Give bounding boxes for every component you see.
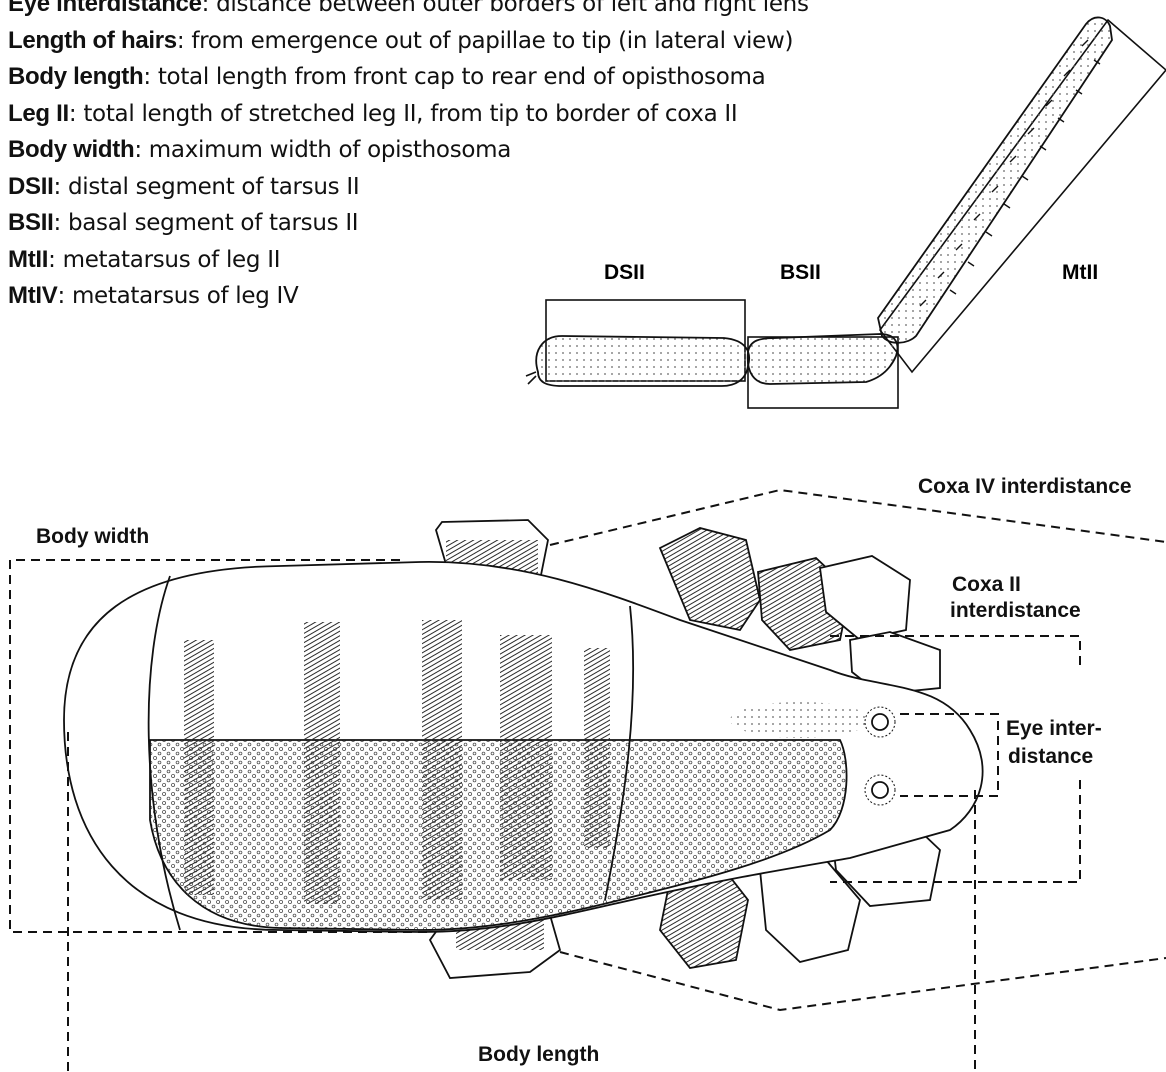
coxa-iv-interdistance-label: Coxa IV interdistance: [918, 474, 1132, 500]
coxa-ii-label-line1: Coxa II: [952, 572, 1021, 598]
front-shade: [730, 702, 870, 738]
right-eye-icon: [872, 782, 888, 798]
mite-body-illustration: [64, 520, 983, 978]
mtii-segment: [878, 17, 1112, 342]
eye-interdistance-label-line1: Eye inter-: [1006, 716, 1102, 742]
left-eye-icon: [872, 714, 888, 730]
hair-band: [304, 622, 340, 904]
body-width-label: Body width: [36, 524, 149, 550]
body-length-label: Body length: [478, 1042, 599, 1068]
mtii-label: MtII: [1062, 261, 1098, 284]
bsii-segment: [748, 334, 898, 384]
hair-band: [500, 635, 552, 880]
leg-iii-upper: [660, 528, 760, 630]
bsii-label: BSII: [780, 261, 821, 284]
hair-band: [184, 640, 214, 895]
dsii-segment: [536, 336, 749, 386]
dsii-label: DSII: [604, 261, 645, 284]
eye-interdistance-label-line2: distance: [1008, 744, 1093, 770]
leg-ii-illustration: [526, 17, 1166, 408]
hair-band: [422, 620, 462, 900]
coxa-ii-label-line2: interdistance: [950, 598, 1081, 624]
hair-band: [584, 648, 610, 848]
claw: [526, 372, 536, 384]
